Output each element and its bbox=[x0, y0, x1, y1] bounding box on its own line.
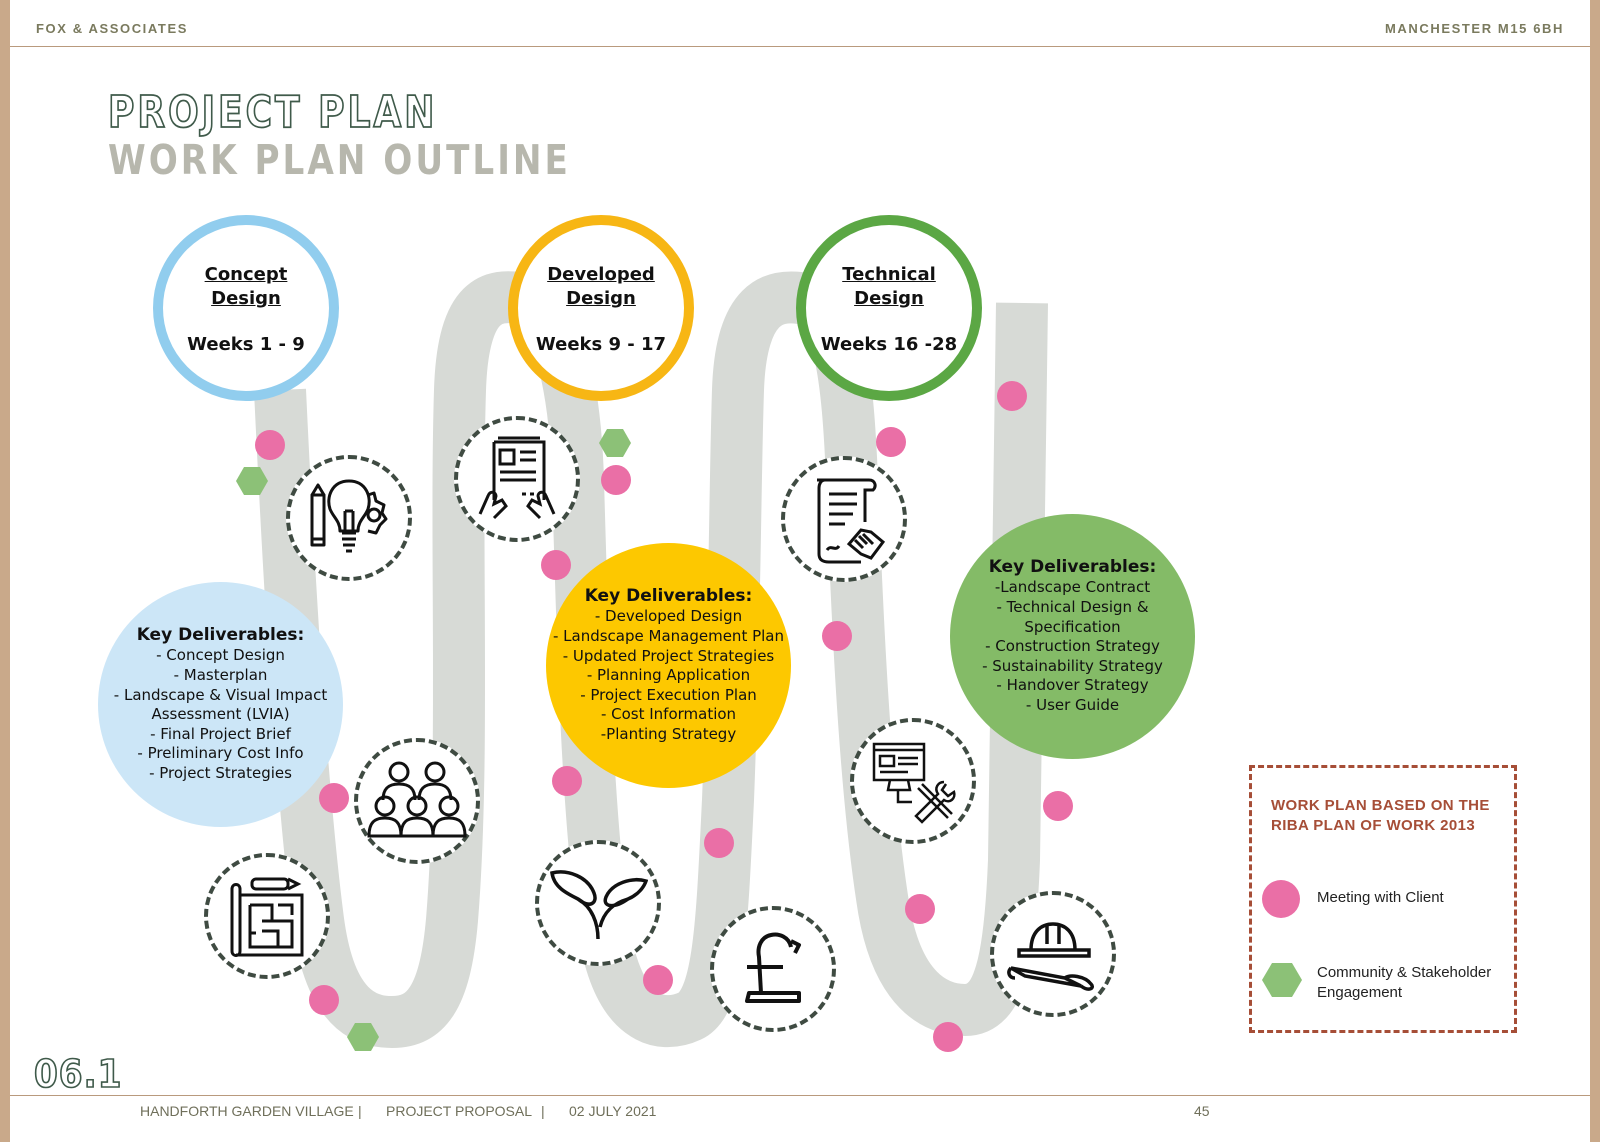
meeting-marker bbox=[601, 465, 631, 495]
meeting-marker bbox=[1043, 791, 1073, 821]
footer-document: PROJECT PROPOSAL bbox=[386, 1103, 533, 1119]
legend-title-line: RIBA PLAN OF WORK 2013 bbox=[1271, 817, 1476, 834]
leaves-plant-icon bbox=[535, 840, 661, 966]
phase-weeks: Weeks 1 - 9 bbox=[187, 334, 305, 355]
deliverable-item: - Preliminary Cost Info bbox=[137, 744, 304, 763]
meeting-marker bbox=[905, 894, 935, 924]
deliverable-item: - Construction Strategy bbox=[985, 637, 1160, 656]
footer-separator: | bbox=[358, 1103, 362, 1119]
company-name: FOX & ASSOCIATES bbox=[36, 21, 189, 36]
meeting-marker bbox=[552, 766, 582, 796]
footer-rule bbox=[10, 1095, 1590, 1096]
phase-name: Developed bbox=[547, 264, 655, 285]
deliverable-item: - Final Project Brief bbox=[150, 724, 291, 743]
deliverable-item: - Landscape & Visual Impact bbox=[113, 685, 328, 704]
phase-name: Design bbox=[566, 288, 636, 309]
deliverables-heading: Key Deliverables: bbox=[136, 625, 305, 646]
phase-weeks: Weeks 16 -28 bbox=[820, 334, 958, 355]
phase-name: Technical bbox=[842, 264, 936, 285]
legend-community-line: Community & Stakeholder bbox=[1317, 964, 1492, 981]
document-hands-icon bbox=[454, 416, 580, 542]
header-rule bbox=[10, 46, 1590, 47]
meeting-marker bbox=[255, 430, 285, 460]
phase-name: Design bbox=[211, 288, 281, 309]
deliverable-item: - Project Execution Plan bbox=[580, 685, 757, 704]
page-subtitle: WORK PLAN OUTLINE bbox=[108, 136, 571, 184]
legend-meeting-label: Meeting with Client bbox=[1317, 889, 1444, 906]
deliverable-item: - Sustainability Strategy bbox=[982, 656, 1163, 675]
phase-name: Concept bbox=[204, 264, 288, 285]
deliverables-concept: Key Deliverables: - Concept Design - Mas… bbox=[98, 582, 343, 827]
page-edge-right bbox=[1590, 0, 1600, 1142]
deliverable-item: - Cost Information bbox=[600, 705, 737, 724]
deliverable-item: -Planting Strategy bbox=[600, 724, 737, 743]
deliverables-developed: Key Deliverables: - Developed Design - L… bbox=[546, 543, 791, 788]
contract-handshake-icon bbox=[781, 456, 907, 582]
team-group-icon bbox=[354, 738, 480, 864]
deliverable-item: - Developed Design bbox=[594, 607, 743, 626]
legend-title-line: WORK PLAN BASED ON THE bbox=[1271, 797, 1490, 814]
meeting-marker bbox=[309, 985, 339, 1015]
footer-date: 02 JULY 2021 bbox=[569, 1103, 657, 1119]
deliverable-item: -Landscape Contract bbox=[994, 578, 1151, 597]
deliverable-item: - Planning Application bbox=[586, 666, 751, 685]
meeting-marker bbox=[541, 550, 571, 580]
blueprint-plan-icon bbox=[204, 853, 330, 979]
deliverable-item: - Updated Project Strategies bbox=[562, 646, 775, 665]
pound-sign-icon bbox=[710, 906, 836, 1032]
phase-weeks: Weeks 9 - 17 bbox=[535, 334, 667, 355]
computer-tools-icon bbox=[850, 718, 976, 844]
deliverable-item: - Masterplan bbox=[173, 666, 268, 685]
meeting-marker bbox=[822, 621, 852, 651]
deliverable-item: - Landscape Management Plan bbox=[552, 627, 785, 646]
page-number: 45 bbox=[1194, 1103, 1210, 1119]
footer-project: HANDFORTH GARDEN VILLAGE bbox=[140, 1103, 354, 1119]
company-address: MANCHESTER M15 6BH bbox=[1384, 21, 1564, 36]
legend-community-marker bbox=[1262, 963, 1302, 997]
meeting-marker bbox=[704, 828, 734, 858]
deliverable-item: - Concept Design bbox=[156, 646, 285, 665]
phase-name: Design bbox=[854, 288, 924, 309]
deliverable-item: - Technical Design & bbox=[996, 598, 1149, 617]
footer-separator: | bbox=[541, 1103, 545, 1119]
legend-meeting-marker bbox=[1262, 880, 1300, 918]
meeting-marker bbox=[643, 965, 673, 995]
legend-box: WORK PLAN BASED ON THE RIBA PLAN OF WORK … bbox=[1249, 765, 1517, 1033]
deliverable-item: Specification bbox=[1024, 617, 1121, 636]
deliverable-item: Assessment (LVIA) bbox=[151, 705, 290, 724]
page-edge-left bbox=[0, 0, 10, 1142]
meeting-marker bbox=[876, 427, 906, 457]
hardhat-plans-icon bbox=[990, 891, 1116, 1017]
legend-community-line: Engagement bbox=[1317, 984, 1403, 1001]
deliverable-item: - User Guide bbox=[1025, 695, 1120, 714]
deliverables-heading: Key Deliverables: bbox=[988, 557, 1157, 578]
deliverables-heading: Key Deliverables: bbox=[584, 586, 753, 607]
meeting-marker bbox=[933, 1022, 963, 1052]
deliverable-item: - Handover Strategy bbox=[996, 676, 1149, 695]
deliverable-item: - Project Strategies bbox=[149, 763, 292, 782]
page-title: PROJECT PLAN bbox=[107, 87, 438, 138]
deliverables-technical: Key Deliverables: -Landscape Contract - … bbox=[950, 514, 1195, 759]
legend-title: WORK PLAN BASED ON THE RIBA PLAN OF WORK … bbox=[1271, 796, 1490, 836]
meeting-marker bbox=[997, 381, 1027, 411]
lightbulb-pencil-gear-icon bbox=[286, 455, 412, 581]
section-code: 06.1 bbox=[33, 1051, 123, 1097]
meeting-marker bbox=[319, 783, 349, 813]
